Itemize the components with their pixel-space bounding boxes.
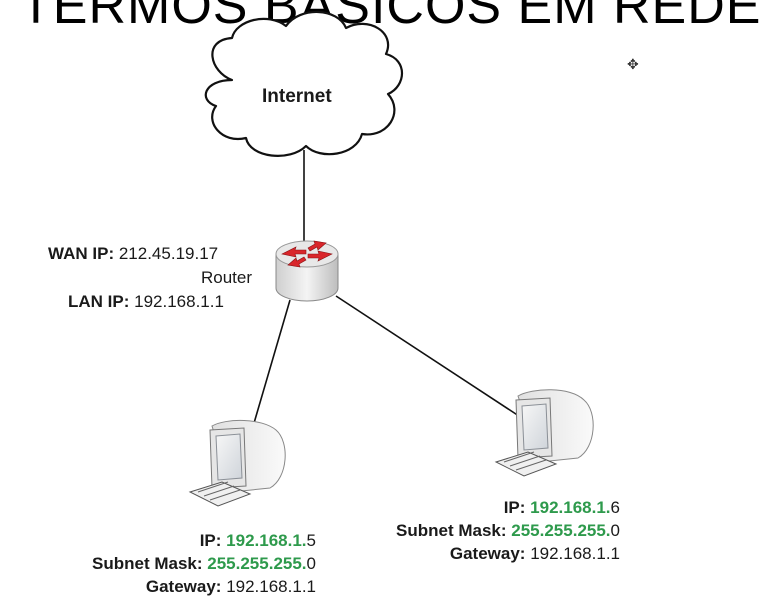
router-label: Router (200, 268, 252, 287)
move-cursor-icon: ✥ (627, 56, 639, 72)
router-icon (275, 240, 339, 302)
ip-network-part: 192.168.1. (530, 498, 611, 517)
slide-title: TERMOS BÁSICOS EM REDE IP; (20, 0, 777, 35)
gateway-label: Gateway: (145, 577, 222, 596)
ip-network-part: 192.168.1. (226, 531, 307, 550)
pc-left-config: IP: 192.168.1.5 Subnet Mask: 255.255.255… (36, 529, 316, 598)
router-lan-ip: LAN IP: 192.168.1.1 (68, 291, 224, 312)
mask-host-part: 0 (306, 554, 316, 573)
pc-right-gateway: Gateway: 192.168.1.1 (340, 542, 620, 565)
gateway-label: Gateway: (449, 544, 526, 563)
mask-network-part: 255.255.255. (207, 554, 307, 573)
gateway-value: 192.168.1.1 (530, 544, 620, 563)
mask-label: Subnet Mask: (396, 521, 507, 540)
link-router-pc-left (251, 299, 291, 431)
mask-network-part: 255.255.255. (511, 521, 611, 540)
internet-cloud-icon (204, 10, 403, 157)
wan-ip-label: WAN IP: (48, 244, 115, 263)
mask-label: Subnet Mask: (92, 554, 203, 573)
ip-host-part: 5 (306, 531, 316, 550)
pc-right-mask: Subnet Mask: 255.255.255.0 (340, 519, 620, 542)
ip-label: IP: (503, 498, 526, 517)
pc-right-ip: IP: 192.168.1.6 (340, 496, 620, 519)
pc-left-icon (188, 419, 286, 507)
pc-right-icon (494, 389, 594, 477)
ip-label: IP: (199, 531, 222, 550)
internet-label: Internet (262, 86, 332, 107)
lan-ip-label: LAN IP: (68, 292, 130, 311)
gateway-value: 192.168.1.1 (226, 577, 316, 596)
wan-ip-value: 212.45.19.17 (118, 244, 219, 263)
link-router-pc-right (335, 295, 526, 421)
mask-host-part: 0 (610, 521, 620, 540)
pc-right-config: IP: 192.168.1.6 Subnet Mask: 255.255.255… (340, 496, 620, 565)
router-wan-ip: WAN IP: 212.45.19.17 (48, 243, 218, 264)
ip-host-part: 6 (610, 498, 620, 517)
pc-left-ip: IP: 192.168.1.5 (36, 529, 316, 552)
pc-left-gateway: Gateway: 192.168.1.1 (36, 575, 316, 598)
lan-ip-value: 192.168.1.1 (134, 292, 224, 311)
pc-left-mask: Subnet Mask: 255.255.255.0 (36, 552, 316, 575)
